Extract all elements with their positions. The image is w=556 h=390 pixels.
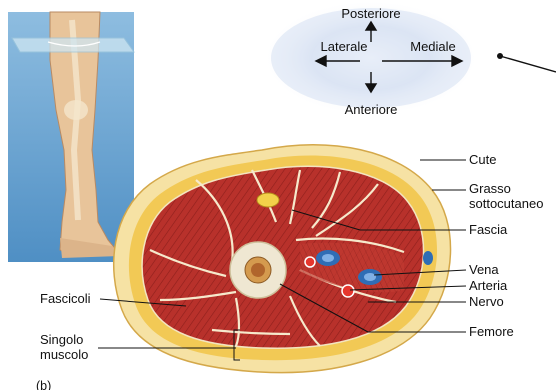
femore-label: Femore xyxy=(469,324,514,339)
panel-letter: (b) xyxy=(36,379,51,390)
pointer-dot xyxy=(497,53,503,59)
mediale-label: Mediale xyxy=(410,39,456,54)
laterale-label: Laterale xyxy=(321,39,368,54)
singolo-label-line1: Singolo xyxy=(40,332,83,347)
singolo-label-line2: muscolo xyxy=(40,347,88,362)
vena-label: Vena xyxy=(469,262,499,277)
cute-label: Cute xyxy=(469,152,496,167)
arteria-label: Arteria xyxy=(469,278,508,293)
fascia-label: Fascia xyxy=(469,222,508,237)
vein-medial xyxy=(423,251,433,265)
leg-illustration xyxy=(8,12,134,262)
cross-section xyxy=(114,145,451,373)
sciatic-nerve xyxy=(257,193,279,207)
anteriore-label: Anteriore xyxy=(345,102,398,117)
artery-marker xyxy=(342,285,354,297)
grasso-label-line1: Grasso xyxy=(469,181,511,196)
nervo-label: Nervo xyxy=(469,294,504,309)
artery-upper xyxy=(305,257,315,267)
grasso-label-line2: sottocutaneo xyxy=(469,196,543,211)
posteriore-label: Posteriore xyxy=(341,6,400,21)
femur-bone xyxy=(230,242,286,298)
fascicoli-label: Fascicoli xyxy=(40,291,91,306)
orientation-compass: Posteriore Laterale Mediale Anteriore xyxy=(263,0,556,117)
